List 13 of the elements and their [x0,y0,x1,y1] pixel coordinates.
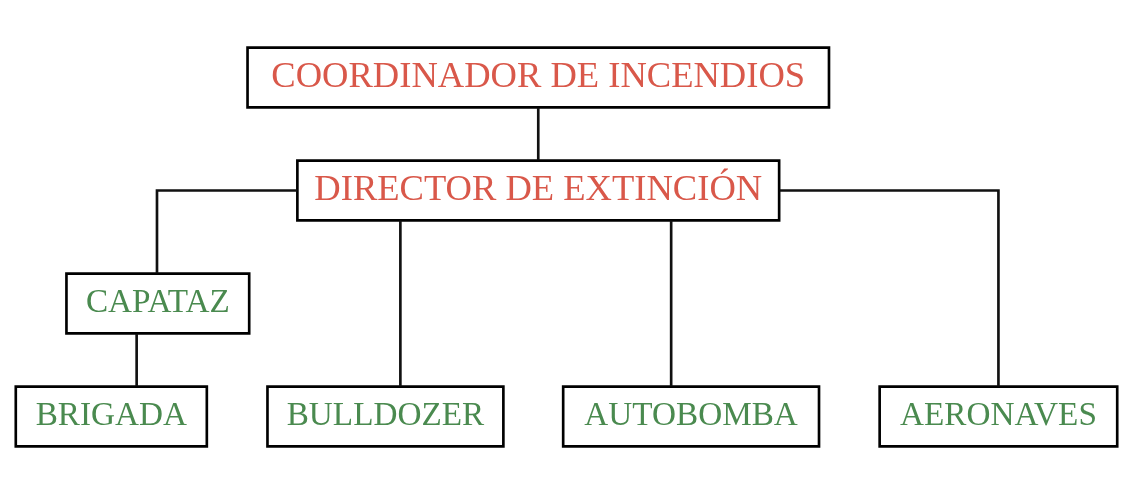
connector [155,188,298,273]
node-box: AERONAVES [878,384,1119,448]
node-box: BRIGADA [14,384,209,448]
connector [669,220,673,386]
node-box: DIRECTOR DE EXTINCIÓN [296,158,781,222]
node-box: CAPATAZ [65,271,251,335]
connector [779,188,1000,386]
node-box: BULLDOZER [266,384,505,448]
connector [135,333,138,386]
connector [399,220,402,386]
node-box: AUTOBOMBA [561,384,821,448]
node-box: COORDINADOR DE INCENDIOS [246,45,831,109]
connector [536,107,540,160]
